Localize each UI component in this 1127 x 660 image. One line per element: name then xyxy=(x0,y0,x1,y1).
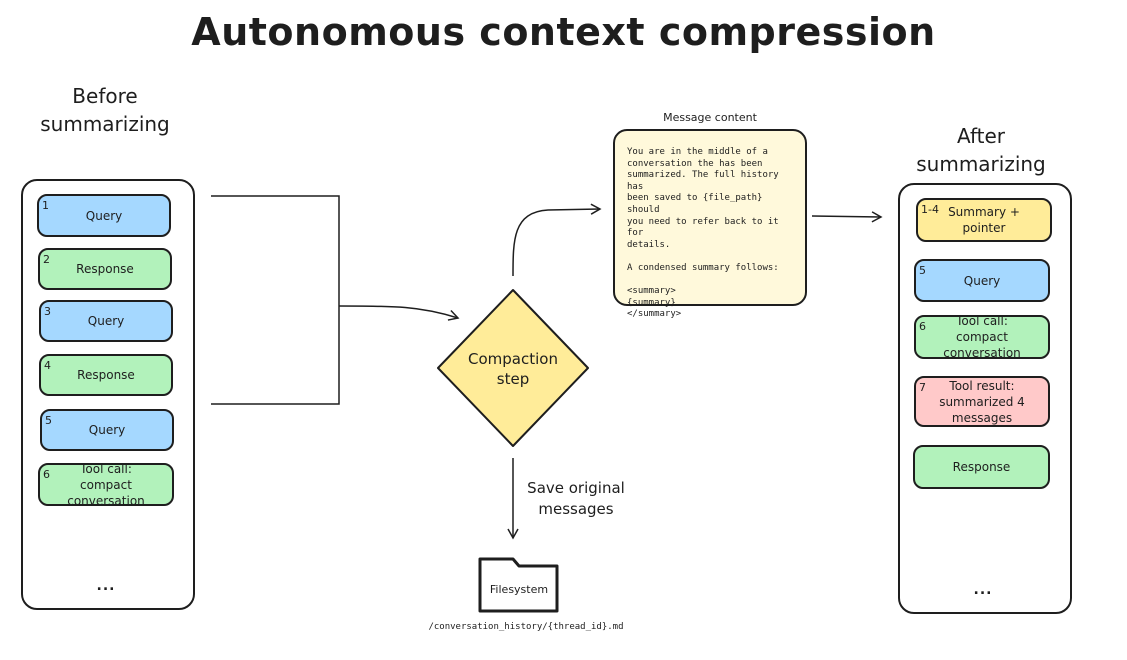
card-label: Response xyxy=(76,262,134,276)
folder-icon xyxy=(478,557,559,613)
compaction-label: Compaction step xyxy=(468,350,558,388)
filesystem-label: Filesystem xyxy=(489,583,549,596)
message-content-label: Message content xyxy=(663,111,757,124)
card-number: 1-4 xyxy=(921,203,939,216)
card-number: 6 xyxy=(919,320,926,333)
before-card-5: 5 Query xyxy=(40,409,174,451)
before-card-2: 2 Response xyxy=(38,248,172,290)
before-card-3: 3 Query xyxy=(39,300,173,342)
compaction-diamond xyxy=(437,289,589,447)
card-number: 5 xyxy=(45,414,52,427)
card-number: 2 xyxy=(43,253,50,266)
card-label: Query xyxy=(85,208,123,223)
before-card-6: 6 Tool call: compact conversation xyxy=(38,461,174,508)
before-card-1: 1 Query xyxy=(37,194,171,237)
card-label: Query xyxy=(963,273,1001,288)
after-card-3: 6 Tool call: compact conversation xyxy=(914,314,1050,360)
card-label: Summary + pointer xyxy=(948,205,1020,235)
after-ellipsis: ... xyxy=(973,582,993,598)
after-card-2: 5 Query xyxy=(914,259,1050,302)
bracket-connector xyxy=(211,195,340,405)
after-card-1: 1-4 Summary + pointer xyxy=(916,198,1052,242)
card-number: 7 xyxy=(919,381,926,394)
card-label: Response xyxy=(77,368,135,382)
card-number: 1 xyxy=(42,199,49,212)
arrow-to-message xyxy=(512,203,602,277)
card-label: Tool call: compact conversation xyxy=(943,314,1021,360)
after-heading: After summarizing xyxy=(916,124,1046,176)
message-content-box: You are in the middle of a conversation … xyxy=(613,129,807,319)
card-number: 6 xyxy=(43,468,50,481)
arrow-to-compaction xyxy=(338,305,460,321)
before-ellipsis: ... xyxy=(96,578,116,594)
diagram-title: Autonomous context compression xyxy=(191,10,936,54)
after-card-4: 7 Tool result: summarized 4 messages xyxy=(914,376,1050,427)
filesystem-path: /conversation_history/{thread_id}.md xyxy=(428,622,624,632)
card-number: 5 xyxy=(919,264,926,277)
after-card-5: Response xyxy=(913,445,1050,489)
card-label: Response xyxy=(952,460,1011,474)
card-label: Query xyxy=(87,314,125,328)
arrow-to-after xyxy=(811,211,883,223)
before-card-4: 4 Response xyxy=(39,354,173,396)
card-label: Query xyxy=(88,423,126,437)
card-label: Tool call: compact conversation xyxy=(67,461,145,508)
card-number: 3 xyxy=(44,305,51,318)
before-heading: Before summarizing xyxy=(40,84,170,136)
card-label: Tool result: summarized 4 messages xyxy=(939,378,1025,425)
card-number: 4 xyxy=(44,359,51,372)
save-original-label: Save original messages xyxy=(527,479,625,518)
